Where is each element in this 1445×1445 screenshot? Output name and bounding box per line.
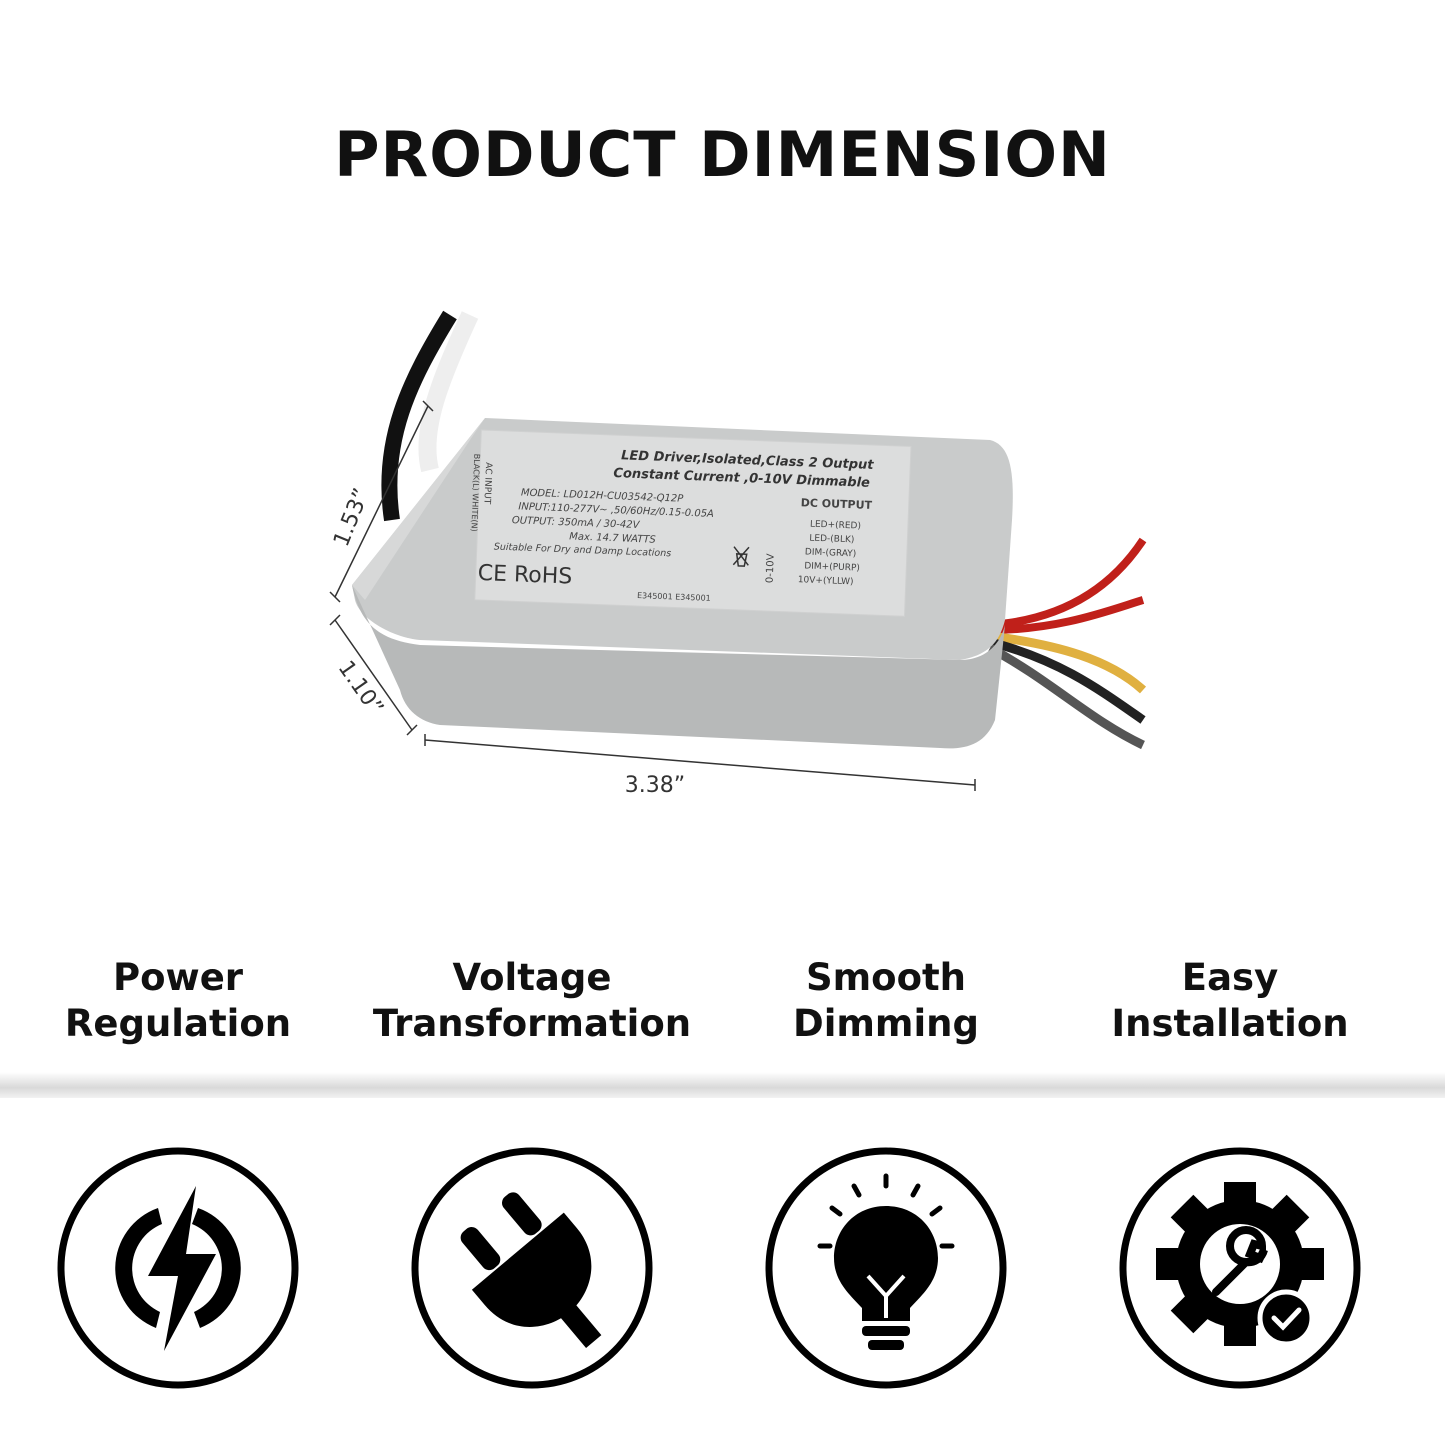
divider-band: [0, 1072, 1445, 1098]
driver-body-front: [352, 585, 1005, 749]
feature-line2: Dimming: [792, 1002, 979, 1045]
label-max: Max. 14.7 WATTS: [569, 531, 657, 545]
feature-line2: Transformation: [372, 1002, 692, 1045]
feature-line1: Smooth: [805, 956, 967, 999]
label-certs: CE RoHS: [477, 561, 572, 590]
dc-wire-2: LED-(BLK): [809, 534, 854, 546]
length-dimension: 3.38”: [625, 773, 685, 798]
page-title: PRODUCT DIMENSION: [334, 118, 1111, 191]
power-bolt-icon: [57, 1147, 299, 1389]
dc-wire-5: 10V+(YLLW): [798, 575, 854, 587]
gear-wrench-icon: [1119, 1147, 1361, 1389]
feature-line1: Easy: [1181, 956, 1279, 999]
light-bulb-icon: [765, 1147, 1007, 1389]
label-ac-wires: BLACK(L) WHITE(N): [469, 454, 481, 532]
height-dimension: 1.53”: [329, 485, 375, 550]
dc-wire-1: LED+(RED): [810, 520, 861, 532]
weee-bin-icon: [732, 546, 750, 567]
label-output: OUTPUT: 350mA / 30-42V: [512, 515, 641, 531]
feature-line2: Installation: [1111, 1002, 1349, 1045]
label-ac-input: AC INPUT: [481, 462, 493, 505]
feature-line2: Regulation: [64, 1002, 292, 1045]
product-label: LED Driver,Isolated,Class 2 Output Const…: [469, 429, 912, 617]
label-dim: 0-10V: [765, 553, 777, 583]
white-wire: [418, 311, 479, 473]
plug-icon: [411, 1147, 653, 1389]
width-dimension: 1.10”: [333, 656, 388, 720]
black-wire: [381, 310, 457, 522]
label-ul-number: E345001 E345001: [637, 591, 711, 603]
led-driver-product-image: LED Driver,Isolated,Class 2 Output Const…: [329, 310, 1147, 798]
output-wires: [987, 537, 1147, 750]
feature-line1: Voltage: [452, 956, 612, 999]
label-dc-output: DC OUTPUT: [800, 496, 872, 512]
dc-wire-4: DIM+(PURP): [804, 561, 860, 573]
feature-line1: Power: [112, 956, 244, 999]
dc-wire-3: DIM-(GRAY): [805, 547, 857, 559]
dimension-lines: [329, 400, 976, 791]
